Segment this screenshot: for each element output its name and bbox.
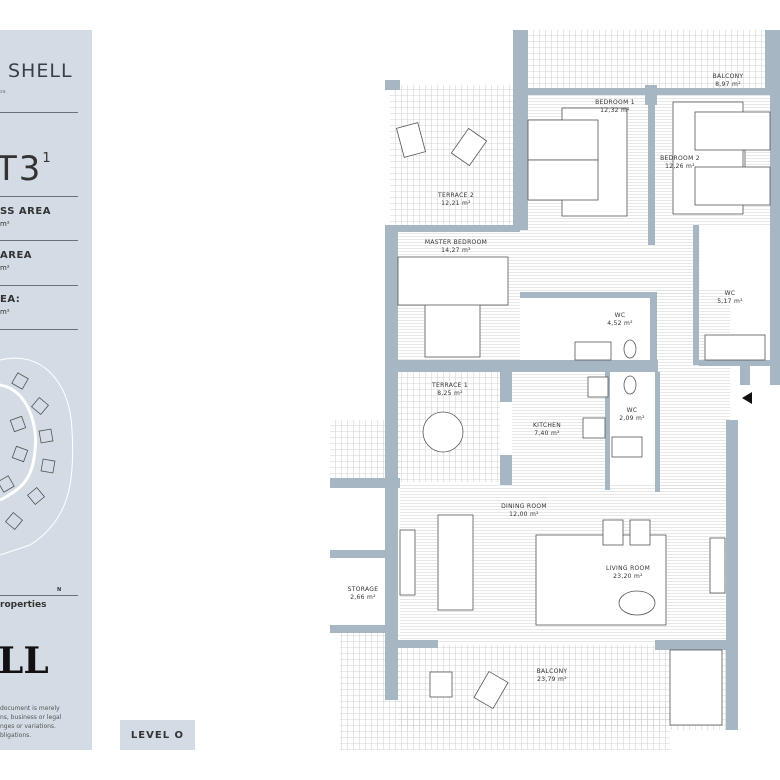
- room-area: 12,26 m²: [665, 163, 695, 170]
- net-area-value: m²: [0, 264, 10, 272]
- divider: [0, 329, 78, 330]
- outdoor-area-value: m²: [0, 308, 10, 316]
- unit-type-sup: 1: [42, 151, 53, 166]
- furniture: [396, 101, 771, 726]
- room-name: BEDROOM 2: [660, 155, 700, 162]
- room-name: DINING ROOM: [501, 503, 547, 510]
- divider: [0, 112, 78, 113]
- room-name: WC: [615, 312, 626, 319]
- walls: [330, 30, 780, 730]
- divider: [0, 595, 78, 596]
- room-area: 8,97 m²: [715, 81, 741, 88]
- room-area: 23,79 m²: [537, 676, 567, 683]
- room-area: 23,20 m²: [613, 573, 643, 580]
- room-area: 2,66 m²: [350, 594, 376, 601]
- properties-text: roperties: [0, 600, 47, 610]
- disclaimer: document is merely ns, business or legal…: [0, 704, 90, 740]
- info-panel: SHELL za T31 SS AREA m² AREA m² EA: m² N…: [0, 30, 92, 750]
- net-area-label: AREA: [0, 250, 33, 261]
- room-name: BALCONY: [713, 73, 744, 80]
- room-area: 14,27 m²: [441, 247, 471, 254]
- divider: [0, 240, 78, 241]
- room-name: STORAGE: [348, 586, 379, 593]
- outdoor-area-label: EA:: [0, 294, 21, 305]
- room-area: 5,17 m²: [717, 298, 743, 305]
- room-name: TERRACE 2: [437, 192, 474, 199]
- room-name: TERRACE 1: [431, 382, 468, 389]
- room-area: 2,09 m²: [619, 415, 645, 422]
- disclaimer-line: ns, business or legal: [0, 714, 62, 721]
- developer-logo: LL: [0, 640, 49, 682]
- room-name: WC: [725, 290, 736, 297]
- site-map: [0, 357, 74, 556]
- disclaimer-line: nges or variations.: [0, 723, 56, 730]
- room-name: WC: [627, 407, 638, 414]
- compass-label: N: [57, 587, 62, 593]
- room-area: 7,40 m²: [534, 430, 560, 437]
- room-name: KITCHEN: [533, 422, 561, 429]
- room-area: 8,25 m²: [437, 390, 463, 397]
- room-name: BALCONY: [537, 668, 568, 675]
- brand-subtitle: za: [0, 89, 6, 95]
- room-area: 4,52 m²: [607, 320, 633, 327]
- brand-name: SHELL: [8, 60, 73, 82]
- room-area: 12,21 m²: [441, 200, 471, 207]
- divider: [0, 196, 78, 197]
- room-name: LIVING ROOM: [606, 565, 650, 572]
- gross-area-label: SS AREA: [0, 206, 51, 217]
- room-name: BEDROOM 1: [595, 99, 635, 106]
- room-name: MASTER BEDROOM: [425, 239, 487, 246]
- unit-type-label: T3: [0, 149, 43, 189]
- disclaimer-line: bligations.: [0, 732, 32, 739]
- gross-area-value: m²: [0, 220, 10, 228]
- level-badge: LEVEL O: [120, 720, 195, 750]
- unit-type: T31: [0, 149, 53, 189]
- room-area: 12,32 m²: [600, 107, 630, 114]
- room-area: 12,00 m²: [509, 511, 539, 518]
- divider: [0, 285, 78, 286]
- room-labels: BALCONY 8,97 m² BEDROOM 1 12,32 m² BEDRO…: [348, 73, 744, 683]
- disclaimer-line: document is merely: [0, 705, 60, 712]
- entrance-arrow-icon: [742, 392, 752, 404]
